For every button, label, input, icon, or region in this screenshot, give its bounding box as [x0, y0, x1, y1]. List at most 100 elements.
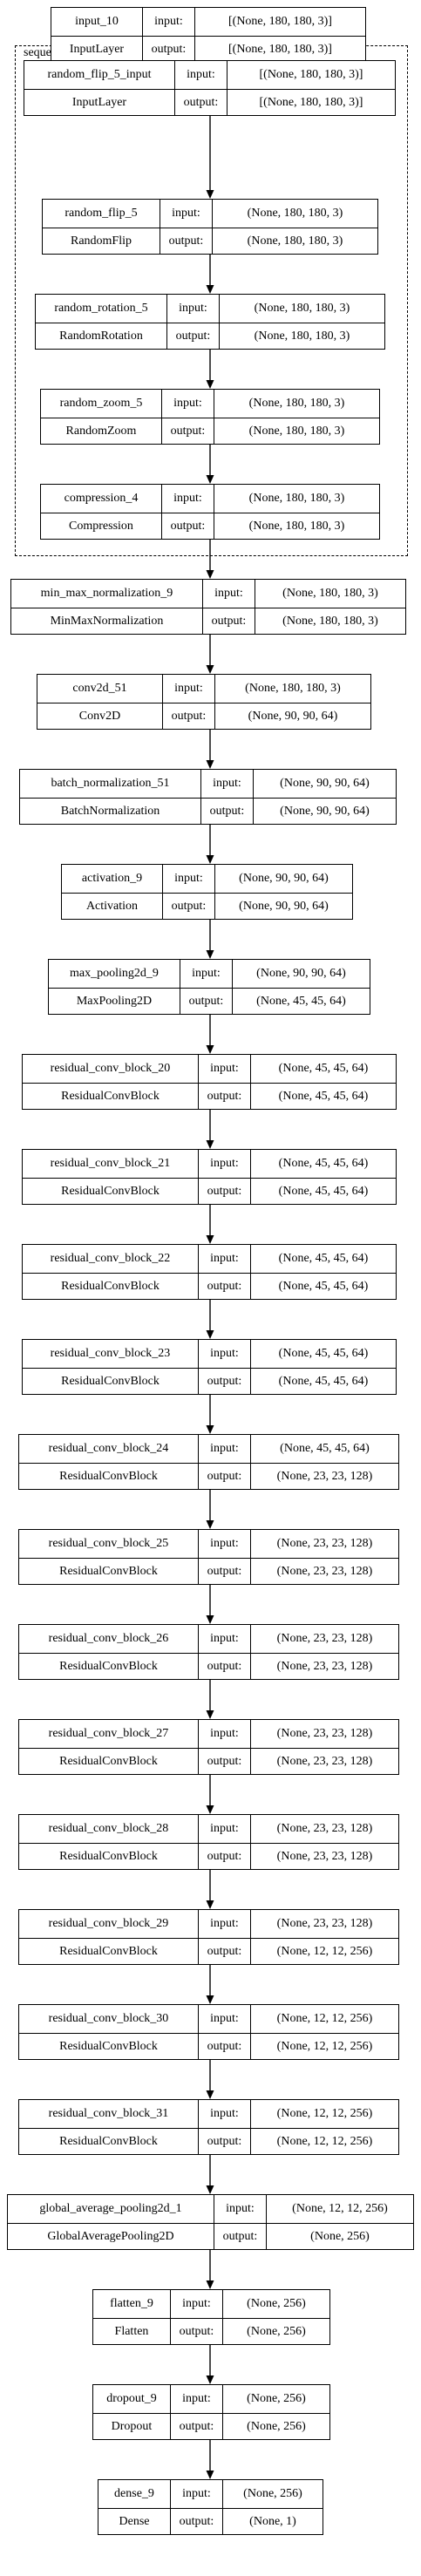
input-shape: (None, 90, 90, 64): [232, 960, 370, 988]
edge-arrowhead: [206, 1805, 214, 1814]
layer-type: Dropout: [93, 2413, 170, 2439]
layer-type: ResidualConvBlock: [19, 1653, 198, 1679]
edge-arrowhead: [206, 380, 214, 389]
edge-arrowhead: [206, 1710, 214, 1719]
edge-arrowhead: [206, 1520, 214, 1529]
layer-type: ResidualConvBlock: [23, 1368, 198, 1394]
output-shape: (None, 45, 45, 64): [250, 1273, 396, 1299]
layer-type: MaxPooling2D: [49, 988, 180, 1014]
layer-name: max_pooling2d_9: [70, 967, 159, 980]
input-shape: (None, 90, 90, 64): [214, 865, 352, 893]
layer-type: GlobalAveragePooling2D: [8, 2223, 214, 2249]
edge-arrowhead: [206, 1045, 214, 1054]
input-shape: (None, 45, 45, 64): [250, 1245, 396, 1273]
input-shape: (None, 45, 45, 64): [250, 1150, 396, 1178]
input-label: input:: [198, 2005, 250, 2033]
output-shape: (None, 90, 90, 64): [214, 893, 352, 919]
output-label: output:: [198, 1748, 250, 1774]
output-label: output:: [162, 893, 214, 919]
output-label: output:: [160, 228, 212, 254]
input-label: input:: [200, 770, 253, 798]
layer-name: residual_conv_block_28: [48, 1822, 169, 1835]
input-label: input:: [198, 1245, 250, 1273]
layer-type: ResidualConvBlock: [19, 2033, 198, 2059]
input-shape: (None, 256): [222, 2480, 323, 2508]
input-label: input:: [198, 1055, 250, 1083]
output-shape: (None, 23, 23, 128): [250, 1653, 398, 1679]
layer-type: Conv2D: [37, 703, 162, 729]
input-label: input:: [198, 2100, 250, 2128]
edge-arrowhead: [206, 2090, 214, 2099]
output-label: output:: [170, 2413, 222, 2439]
output-label: output:: [202, 608, 255, 634]
edge-arrowhead: [206, 285, 214, 294]
output-shape: (None, 180, 180, 3): [214, 513, 379, 539]
input-label: input:: [161, 485, 214, 513]
input-shape: (None, 45, 45, 64): [250, 1055, 396, 1083]
output-shape: (None, 12, 12, 256): [250, 2033, 398, 2059]
input-label: input:: [198, 1720, 250, 1748]
layer-type: ResidualConvBlock: [19, 1558, 198, 1584]
input-shape: (None, 23, 23, 128): [250, 1815, 398, 1843]
output-shape: (None, 180, 180, 3): [212, 228, 377, 254]
output-label: output:: [198, 1083, 250, 1109]
layer-name: residual_conv_block_23: [50, 1347, 171, 1360]
layer-name: random_flip_5_input: [47, 68, 152, 81]
output-label: output:: [198, 1463, 250, 1489]
input-shape: (None, 180, 180, 3): [219, 295, 384, 323]
edge-arrowhead: [206, 1425, 214, 1434]
layer-name: random_rotation_5: [54, 302, 148, 315]
output-label: output:: [198, 2033, 250, 2059]
layer-name: dense_9: [114, 2487, 154, 2500]
edge-arrowhead: [206, 950, 214, 959]
layer-name: residual_conv_block_26: [48, 1632, 169, 1645]
input-label: input:: [166, 295, 219, 323]
input-label: input:: [160, 200, 212, 228]
output-label: output:: [198, 1843, 250, 1869]
output-shape: (None, 180, 180, 3): [219, 323, 384, 349]
layer-type: ResidualConvBlock: [19, 1748, 198, 1774]
input-shape: (None, 180, 180, 3): [212, 200, 377, 228]
output-label: output:: [198, 1653, 250, 1679]
input-label: input:: [198, 1435, 250, 1463]
output-shape: (None, 90, 90, 64): [214, 703, 370, 729]
layer-type: Compression: [41, 513, 161, 539]
output-label: output:: [174, 89, 227, 115]
input-shape: (None, 23, 23, 128): [250, 1910, 398, 1938]
output-label: output:: [198, 1178, 250, 1204]
edge-arrowhead: [206, 190, 214, 199]
input-label: input:: [198, 1815, 250, 1843]
input-label: input:: [162, 675, 214, 703]
edge-arrowhead: [206, 2375, 214, 2384]
input-label: input:: [174, 61, 227, 89]
edge-arrowhead: [206, 570, 214, 579]
input-shape: (None, 256): [222, 2385, 329, 2413]
input-shape: (None, 23, 23, 128): [250, 1625, 398, 1653]
edge-arrowhead: [206, 2280, 214, 2289]
layer-name: residual_conv_block_27: [48, 1727, 169, 1740]
input-label: input:: [162, 865, 214, 893]
input-label: input:: [180, 960, 232, 988]
layer-type: RandomFlip: [43, 228, 160, 254]
input-label: input:: [170, 2385, 222, 2413]
input-label: input:: [198, 1530, 250, 1558]
layer-type: Dense: [98, 2508, 170, 2534]
output-shape: (None, 180, 180, 3): [214, 418, 379, 444]
output-label: output:: [170, 2508, 222, 2534]
